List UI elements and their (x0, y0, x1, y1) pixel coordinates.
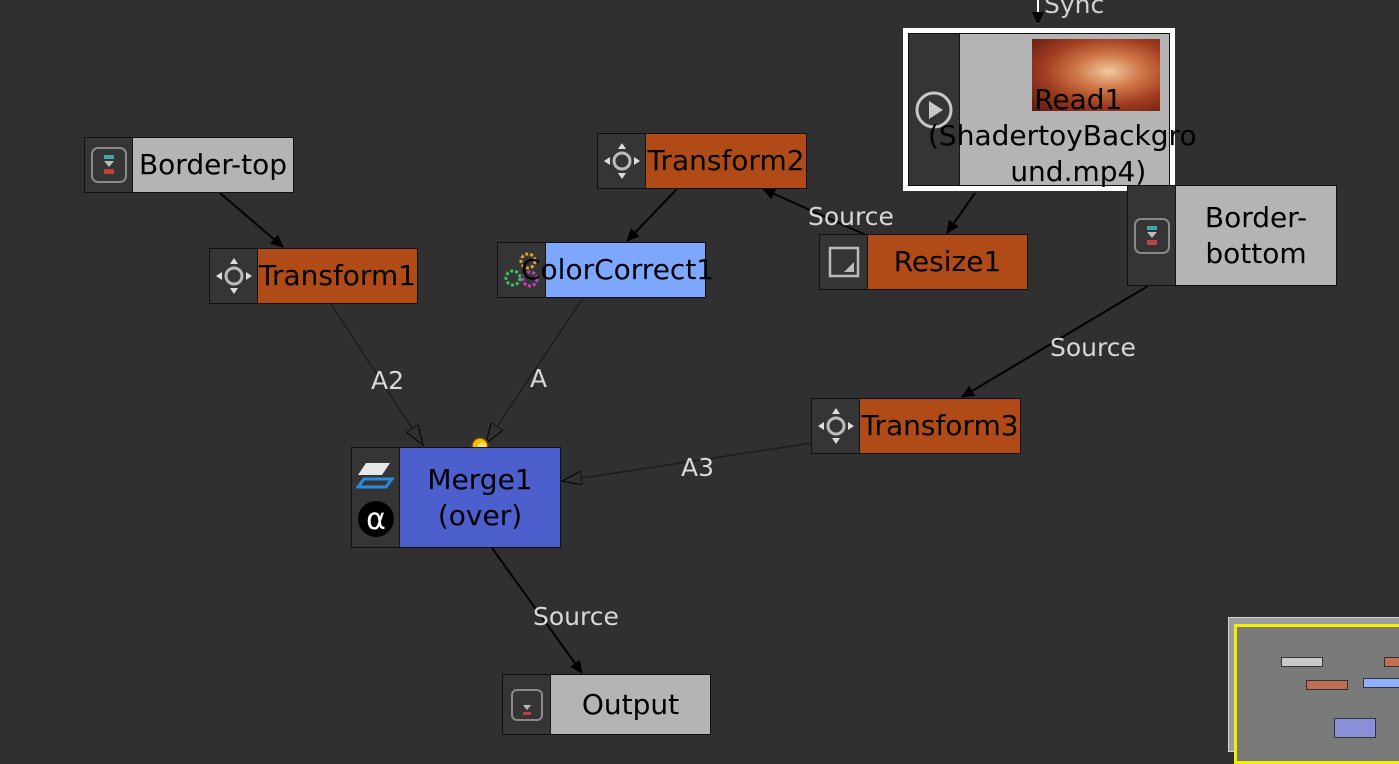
dissolve-icon (1128, 186, 1176, 285)
edge-bordertop-transform1[interactable] (219, 192, 284, 248)
sync-label: Sync (1044, 0, 1105, 19)
transform-icon (598, 134, 646, 188)
node-transform2[interactable]: Transform2 (597, 133, 807, 189)
resize-icon (820, 235, 868, 289)
minimap-node (1384, 657, 1399, 667)
node-label: Resize1 (893, 245, 1002, 278)
node-colorcorrect1[interactable]: ColorCorrect1 (497, 242, 714, 298)
svg-text:α: α (366, 502, 386, 537)
edge-label-a2: A2 (371, 366, 405, 395)
node-label-line3: und.mp4) (1010, 155, 1147, 188)
minimap-viewport[interactable] (1234, 624, 1399, 764)
edge-read1-resize1[interactable] (946, 192, 976, 234)
node-label: Border- bottom (1176, 186, 1336, 285)
minimap-node (1363, 678, 1399, 688)
minimap[interactable] (1228, 617, 1399, 764)
edge-label-a: A (530, 364, 548, 393)
node-label: Merge1 (over) (400, 448, 560, 547)
minimap-node (1306, 680, 1348, 690)
edge-label-source-resize: Source (808, 202, 894, 231)
layers-icon (355, 462, 395, 489)
node-resize1[interactable]: Resize1 (819, 234, 1028, 290)
node-label: Transform2 (647, 144, 805, 177)
node-border-bottom[interactable]: Border- bottom (1127, 185, 1337, 286)
node-label-line1: Read1 (1034, 83, 1123, 116)
edge-colorcorrect1-merge1[interactable] (486, 297, 584, 443)
edge-label-source-border-bottom: Source (1050, 333, 1136, 362)
node-label-line2: (over) (437, 498, 523, 532)
minimap-node (1334, 718, 1376, 738)
output-icon (503, 675, 551, 734)
play-icon (909, 34, 960, 185)
edge-merge1-output[interactable] (491, 547, 583, 674)
alpha-icon: α (357, 501, 394, 538)
node-label-line1: Border- (1204, 200, 1308, 234)
transform-icon (812, 399, 860, 453)
minimap-node (1281, 657, 1323, 667)
edge-label-source-output: Source (533, 602, 619, 631)
edge-transform3-merge1[interactable] (562, 442, 813, 481)
edge-resize1-transform2[interactable] (762, 188, 867, 236)
node-label: ColorCorrect1 (521, 253, 715, 286)
edge-transform1-merge1[interactable] (330, 303, 423, 445)
node-merge1[interactable]: α Merge1 (over) (351, 447, 561, 548)
dissolve-icon (85, 138, 133, 192)
color-wheels-icon (498, 243, 546, 297)
merge-icon: α (352, 448, 400, 547)
node-label: Transform3 (861, 409, 1019, 442)
node-label: Border-top (138, 148, 288, 181)
node-label-line1: Merge1 (427, 462, 533, 496)
read-thumbnail (1032, 39, 1160, 111)
edge-label-a3: A3 (681, 453, 715, 482)
transform-icon (210, 249, 258, 303)
node-label: Output (581, 687, 680, 721)
node-read1[interactable]: Read1 (ShadertoyBackgro und.mp4) (903, 28, 1197, 191)
edge-borderbottom-transform3[interactable] (961, 285, 1149, 398)
node-label: Transform1 (258, 259, 417, 292)
node-label-line2: (ShadertoyBackgro (928, 119, 1197, 152)
edge-transform2-colorcorrect1[interactable] (626, 188, 678, 242)
node-transform3[interactable]: Transform3 (811, 398, 1021, 454)
node-label-line2: bottom (1205, 236, 1307, 270)
node-transform1[interactable]: Transform1 (209, 248, 418, 304)
node-border-top[interactable]: Border-top (84, 137, 294, 193)
node-label: Read1 (ShadertoyBackgro und.mp4) (928, 34, 1197, 188)
node-output[interactable]: Output (502, 674, 711, 735)
